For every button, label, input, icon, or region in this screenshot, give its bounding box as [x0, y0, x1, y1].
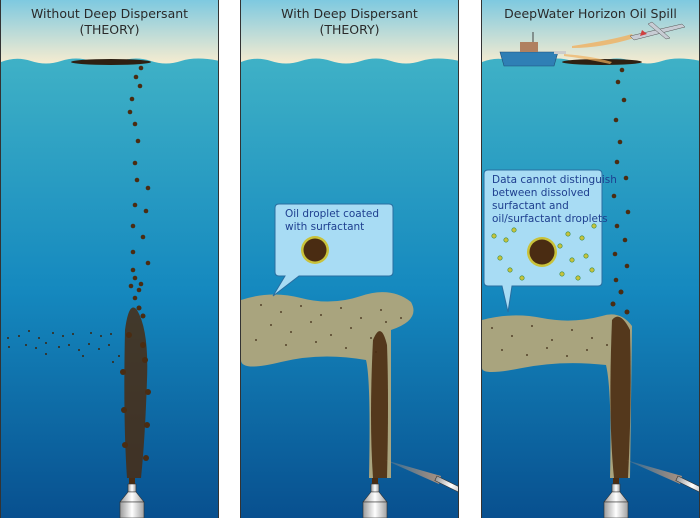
oil-column	[371, 331, 388, 478]
rising-oil-droplets	[127, 65, 151, 319]
dispersant-spray	[626, 460, 682, 484]
panel-1-subtitle: (THEORY)	[79, 22, 140, 37]
dispersant-wand	[675, 475, 699, 496]
wellhead	[119, 478, 145, 518]
panel-deepwater-horizon: DeepWater Horizon Oil Spill Data cannot …	[481, 0, 700, 518]
callout-bubble	[483, 169, 603, 313]
panel-without-dispersant: Without Deep Dispersant (THEORY)	[0, 0, 219, 518]
panel-3-illustration	[482, 0, 699, 518]
panel-2-title: With Deep Dispersant	[281, 6, 418, 21]
callout-text: Oil droplet coated with surfactant	[285, 208, 379, 233]
surface-oil-slick	[71, 59, 151, 65]
panel-2-illustration	[241, 0, 458, 518]
dissolved-surfactant-molecules	[491, 223, 597, 281]
panel-2-subtitle: (THEORY)	[319, 22, 380, 37]
dispersant-wand	[434, 475, 458, 496]
wellhead	[362, 478, 388, 518]
horizontal-droplet-trail	[7, 330, 120, 363]
oil-column	[610, 316, 631, 478]
callout-bubble	[272, 203, 394, 297]
airplane-icon	[629, 21, 686, 41]
plume-droplets	[491, 325, 608, 357]
aerial-dispersant-spray-lower	[564, 54, 612, 64]
coated-oil-droplet	[301, 236, 329, 264]
callout-text: Data cannot distinguish between dissolve…	[492, 174, 617, 225]
aerial-dispersant-spray	[572, 34, 634, 48]
subsurface-plume	[482, 314, 632, 478]
oil-column	[120, 307, 151, 478]
rising-oil-droplets	[610, 67, 631, 315]
panel-with-dispersant: With Deep Dispersant (THEORY) Oil drople…	[240, 0, 459, 518]
ship-icon	[499, 32, 566, 67]
wellhead	[603, 478, 629, 518]
coated-oil-droplet	[527, 237, 557, 267]
panel-1-title: Without Deep Dispersant	[30, 6, 189, 21]
panel-3-title: DeepWater Horizon Oil Spill	[504, 6, 677, 21]
panel-1-illustration	[1, 0, 218, 518]
dispersant-spray	[385, 460, 441, 484]
